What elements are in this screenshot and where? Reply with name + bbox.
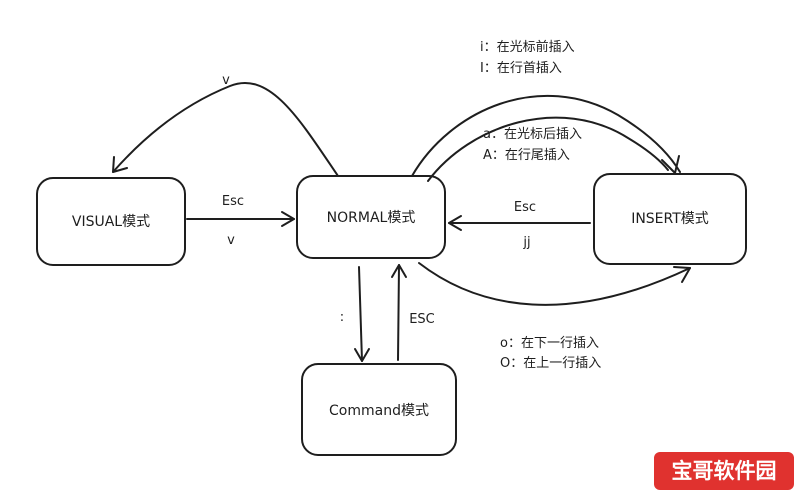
- edge-visual-to-normal-v: v: [227, 233, 235, 248]
- watermark-text: 宝哥软件园: [672, 459, 777, 483]
- edge-command-to-normal-label: ESC: [409, 312, 435, 327]
- edge-insert-to-normal-esc: Esc: [514, 200, 536, 215]
- node-insert-label: INSERT模式: [631, 211, 709, 227]
- note-o: o：在下一行插入: [500, 336, 599, 351]
- node-visual: VISUAL模式: [36, 177, 186, 266]
- note-O: O：在上一行插入: [500, 356, 601, 371]
- edge-normal-to-visual-label: v: [222, 73, 230, 88]
- edge-normal-to-visual: v: [112, 73, 339, 177]
- edge-visual-to-normal-esc: Esc: [222, 194, 244, 209]
- edge-normal-to-insert-lower: [418, 262, 691, 306]
- watermark-logo: 宝哥软件园: [654, 452, 794, 490]
- note-I: I：在行首插入: [480, 61, 562, 76]
- node-insert: INSERT模式: [593, 173, 747, 265]
- node-command: Command模式: [301, 363, 457, 456]
- edge-normal-to-command: :: [340, 266, 370, 362]
- edge-insert-to-normal: Esc jj: [448, 200, 591, 250]
- edge-normal-to-insert-upper: [411, 94, 681, 182]
- edge-insert-to-normal-jj: jj: [522, 235, 530, 250]
- edge-normal-to-command-label: :: [340, 310, 344, 325]
- node-command-label: Command模式: [329, 403, 429, 419]
- note-A: A：在行尾插入: [483, 148, 570, 163]
- node-normal: NORMAL模式: [296, 175, 446, 259]
- edge-command-to-normal: ESC: [391, 264, 435, 361]
- edge-visual-to-normal: Esc v: [186, 194, 295, 248]
- note-i: i：在光标前插入: [480, 39, 575, 55]
- node-normal-label: NORMAL模式: [327, 210, 416, 226]
- note-a: a：在光标后插入: [483, 127, 582, 142]
- insert-commands-notes: i：在光标前插入 I：在行首插入 a：在光标后插入 A：在行尾插入 o：在下一行…: [480, 39, 601, 371]
- node-visual-label: VISUAL模式: [72, 214, 150, 230]
